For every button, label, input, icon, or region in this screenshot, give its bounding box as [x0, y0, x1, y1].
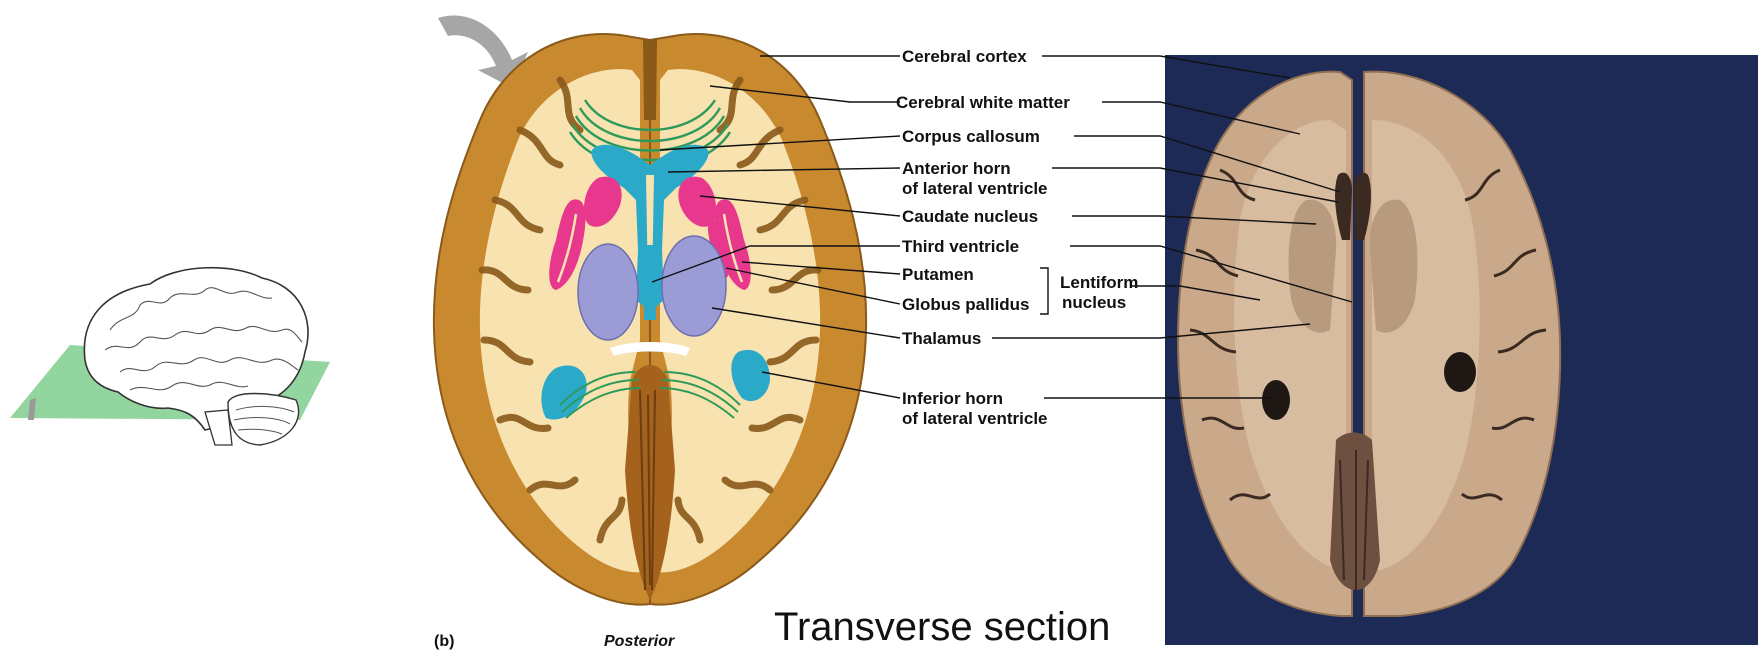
label-anterior-horn-line2: of lateral ventricle — [902, 179, 1048, 198]
thalamus-right — [662, 236, 726, 336]
longitudinal-fissure-anterior — [643, 40, 657, 120]
label-thalamus: Thalamus — [902, 329, 981, 348]
thalamus-left — [578, 244, 638, 340]
structure-labels: Cerebral cortex Cerebral white matter Co… — [896, 47, 1138, 428]
label-corpus-callosum: Corpus callosum — [902, 127, 1040, 146]
label-third-ventricle: Third ventricle — [902, 237, 1019, 256]
label-inferior-horn-line1: Inferior horn — [902, 389, 1003, 408]
label-inferior-horn-line2: of lateral ventricle — [902, 409, 1048, 428]
third-ventricle — [644, 245, 656, 320]
panel-tag: (b) — [434, 633, 454, 650]
figure-caption: Transverse section — [774, 605, 1110, 649]
label-caudate-nucleus: Caudate nucleus — [902, 207, 1038, 226]
label-lentiform-line1: Lentiform — [1060, 273, 1138, 292]
label-lentiform-line2: nucleus — [1062, 293, 1126, 312]
label-cerebral-cortex: Cerebral cortex — [902, 47, 1027, 66]
label-anterior-horn-line1: Anterior horn — [902, 159, 1011, 178]
label-cerebral-white-matter: Cerebral white matter — [896, 93, 1070, 112]
brain-illustration: (b) Posterior — [434, 16, 866, 650]
orientation-brain-sketch — [10, 268, 330, 445]
brainstem-sketch — [205, 410, 232, 445]
label-globus-pallidus: Globus pallidus — [902, 295, 1030, 314]
brain-photograph — [1165, 55, 1758, 645]
label-putamen: Putamen — [902, 265, 974, 284]
orientation-label-posterior: Posterior — [604, 633, 675, 650]
